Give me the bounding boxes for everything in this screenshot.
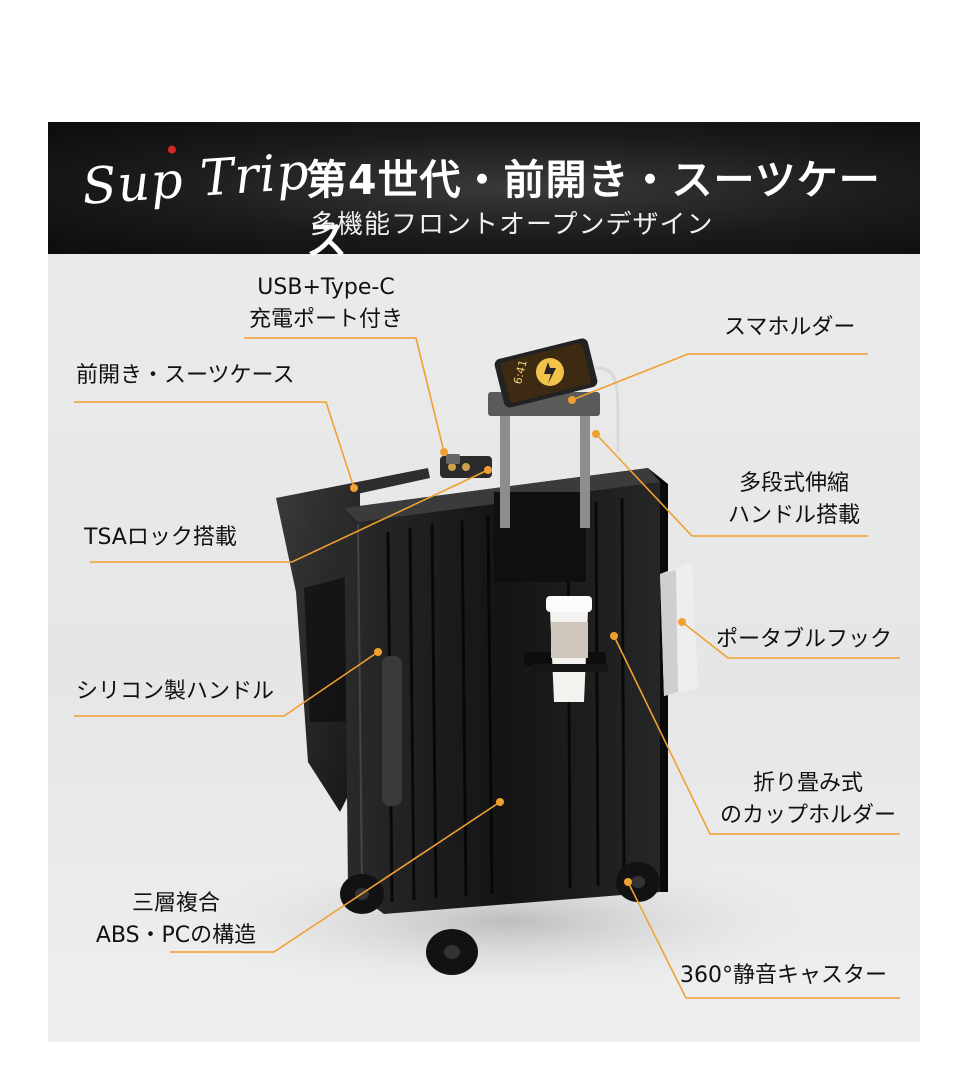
leader-caster bbox=[627, 881, 900, 999]
label-casters: 360°静音キャスター bbox=[680, 963, 887, 988]
label-front-open: 前開き・スーツケース bbox=[76, 363, 295, 388]
leader-front-open bbox=[74, 401, 355, 489]
label-usb-port-line1: USB+Type-C bbox=[257, 275, 395, 300]
label-telescopic-line2: ハンドル搭載 bbox=[727, 503, 860, 528]
label-portable-hook: ポータブルフック bbox=[716, 627, 893, 652]
leader-hook bbox=[681, 621, 900, 659]
page-title: 第4世代・前開き・スーツケース bbox=[306, 156, 881, 264]
leader-usb bbox=[244, 337, 445, 453]
label-telescopic-line1: 多段式伸縮 bbox=[738, 471, 849, 496]
leader-telescopic bbox=[595, 433, 868, 537]
label-silicone-handle: シリコン製ハンドル bbox=[76, 679, 275, 704]
header-banner: Sup Trip 第4世代・前開き・スーツケース 多機能フロントオープンデザイン bbox=[48, 122, 920, 264]
page-subtitle: 多機能フロントオープンデザイン bbox=[310, 210, 714, 240]
label-shell-line1: 三層複合 bbox=[131, 891, 220, 916]
product-panel: Sup Trip 第4世代・前開き・スーツケース 多機能フロントオープンデザイン bbox=[48, 122, 920, 1042]
leader-shell bbox=[170, 801, 501, 953]
label-telescopic-handle: 多段式伸縮 ハンドル搭載 bbox=[714, 468, 874, 532]
label-phone-holder: スマホルダー bbox=[724, 315, 856, 340]
phone-on-holder: 6:41 bbox=[494, 338, 620, 452]
label-shell-line2: ABS・PCの構造 bbox=[95, 923, 257, 948]
leader-lines bbox=[74, 337, 900, 999]
leader-dots bbox=[350, 396, 686, 886]
label-usb-port: USB+Type-C 充電ポート付き bbox=[240, 272, 412, 336]
suitcase-illustration: 6:41 bbox=[74, 337, 900, 999]
leader-cup bbox=[613, 635, 900, 835]
usb-port bbox=[446, 454, 460, 464]
label-cup-holder: 折り畳み式 のカップホルダー bbox=[708, 768, 908, 832]
leader-tsa bbox=[90, 469, 489, 563]
suitcase-shell bbox=[344, 468, 668, 914]
phone-clock: 6:41 bbox=[511, 358, 530, 385]
cup-holder bbox=[524, 596, 608, 702]
label-usb-port-line2: 充電ポート付き bbox=[248, 307, 403, 332]
label-shell: 三層複合 ABS・PCの構造 bbox=[78, 888, 274, 952]
label-tsa-lock: TSAロック搭載 bbox=[84, 525, 237, 550]
label-cup-holder-line1: 折り畳み式 bbox=[752, 771, 863, 796]
portable-hook bbox=[660, 562, 698, 696]
label-cup-holder-line2: のカップホルダー bbox=[719, 803, 896, 828]
leader-silicone bbox=[74, 651, 379, 717]
leader-phone bbox=[571, 353, 868, 401]
